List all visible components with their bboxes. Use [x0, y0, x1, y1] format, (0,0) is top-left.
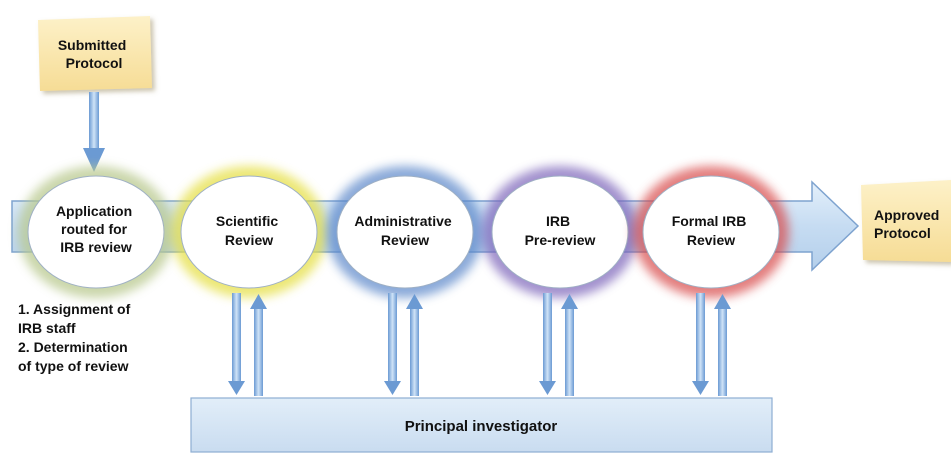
- pi-arrows-administrative: [384, 293, 423, 396]
- principal-investigator-box: Principal investigator: [190, 397, 773, 453]
- stage-application-line2: routed for: [61, 221, 128, 237]
- stage-scientific-line1: Scientific: [216, 213, 278, 229]
- principal-investigator-label: Principal investigator: [405, 418, 558, 435]
- approved-line2: Protocol: [874, 225, 931, 241]
- approved-protocol-note: Approved Protocol: [861, 180, 951, 262]
- stage-application-line3: IRB review: [60, 239, 132, 255]
- approved-line1: Approved: [874, 207, 939, 223]
- stage-scientific-review: Scientific Review: [171, 166, 327, 298]
- note-line-1: 1. Assignment of: [18, 301, 131, 317]
- svg-text:Submitted Protocol: Submitted Protocol: [58, 37, 130, 71]
- note-line-4: of type of review: [18, 358, 129, 374]
- submitted-line1: Submitted: [58, 37, 126, 53]
- svg-text:Formal IRB Review: Formal IRB Review: [672, 213, 751, 248]
- svg-text:Scientific Review: Scientific Review: [216, 213, 282, 248]
- stage-irb-pre-review: IRB Pre-review: [482, 166, 638, 298]
- stage-application-line1: Application: [56, 203, 132, 219]
- stage-irb-line2: Pre-review: [525, 232, 596, 248]
- submitted-protocol-note: Submitted Protocol: [38, 16, 152, 91]
- svg-text:Approved Protocol: Approved Protocol: [874, 207, 943, 241]
- stage-administrative-line2: Review: [381, 232, 429, 248]
- svg-text:IRB Pre-review: IRB Pre-review: [525, 213, 596, 248]
- pi-arrows-formal-irb: [692, 293, 731, 396]
- pi-arrows-irb-pre-review: [539, 293, 578, 396]
- stage-formal-irb-review: Formal IRB Review: [633, 166, 789, 298]
- stage-administrative-line1: Administrative: [354, 213, 451, 229]
- submitted-line2: Protocol: [66, 55, 123, 71]
- submitted-down-arrow: [83, 92, 105, 172]
- stage-irb-line1: IRB: [546, 213, 570, 229]
- svg-text:Administrative Review: Administrative Review: [354, 213, 455, 248]
- svg-text:Application routed for: Application routed for IRB review: [56, 203, 136, 255]
- stage-administrative-review: Administrative Review: [327, 166, 483, 298]
- note-line-3: 2. Determination: [18, 339, 128, 355]
- note-line-2: IRB staff: [18, 320, 76, 336]
- routing-notes: 1. Assignment of IRB staff 2. Determinat…: [18, 300, 130, 376]
- pi-arrows-scientific: [228, 293, 267, 396]
- stage-formal-line2: Review: [687, 232, 735, 248]
- stage-application: Application routed for IRB review: [18, 166, 174, 298]
- stage-scientific-line2: Review: [225, 232, 273, 248]
- stage-formal-line1: Formal IRB: [672, 213, 747, 229]
